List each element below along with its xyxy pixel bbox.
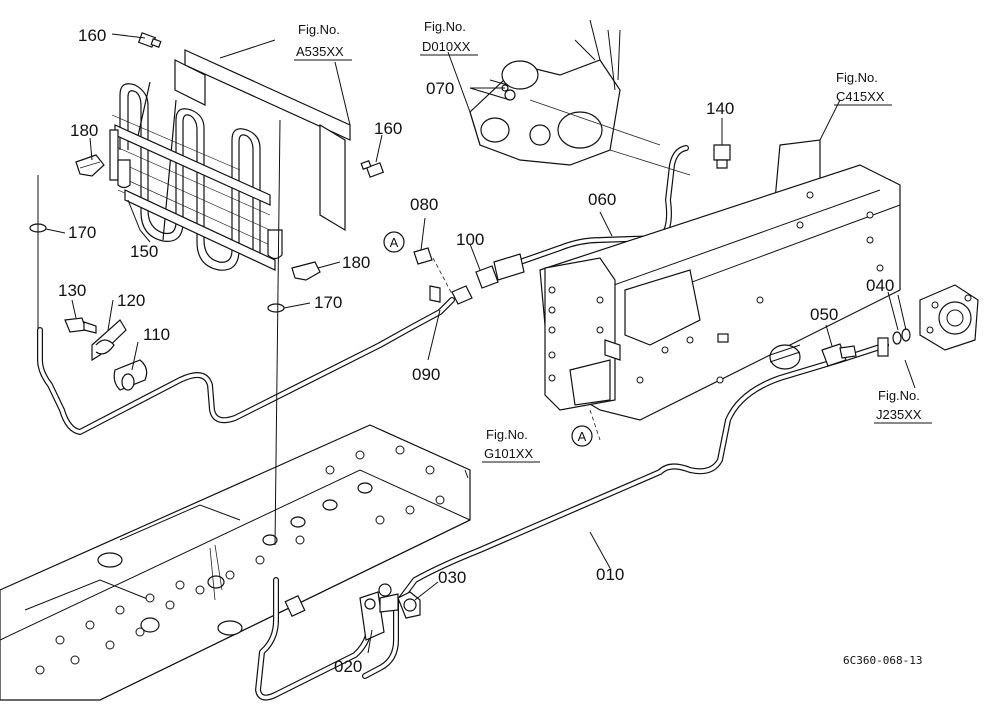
figref-d010: Fig.No. D010XX — [420, 19, 478, 56]
callout-120: 120 — [117, 291, 145, 310]
callout-160: 160 — [374, 119, 402, 138]
svg-text:Fig.No.: Fig.No. — [424, 19, 466, 34]
svg-text:Fig.No.: Fig.No. — [298, 22, 340, 37]
callout-050: 050 — [810, 305, 838, 324]
fitting-080-100 — [413, 247, 525, 305]
drawing-code: 6C360-068-13 — [843, 654, 922, 667]
svg-text:G101XX: G101XX — [484, 446, 533, 461]
callout-160: 160 — [78, 26, 106, 45]
svg-text:C415XX: C415XX — [836, 89, 885, 104]
leader-lines — [37, 33, 916, 654]
callout-110: 110 — [143, 325, 170, 344]
callout-100: 100 — [456, 230, 484, 249]
callout-140: 140 — [706, 99, 734, 118]
clamp-parts — [64, 317, 148, 391]
figref-c415: Fig.No. C415XX — [834, 70, 892, 106]
svg-text:A: A — [578, 429, 587, 444]
frame-c415 — [539, 139, 901, 421]
callout-030: 030 — [438, 568, 466, 587]
callout-040: 040 — [866, 276, 894, 295]
callout-150: 150 — [130, 242, 158, 261]
svg-text:D010XX: D010XX — [422, 39, 471, 54]
frame-assembly — [0, 424, 471, 701]
bolt-160 — [137, 32, 385, 178]
svg-text:Fig.No.: Fig.No. — [836, 70, 878, 85]
callout-labels: 160 160 180 180 170 170 150 130 120 110 … — [58, 26, 894, 676]
oil-cooler — [109, 49, 351, 271]
svg-text:Fig.No.: Fig.No. — [486, 427, 528, 442]
callout-080: 080 — [410, 195, 438, 214]
callout-010: 010 — [596, 565, 624, 584]
callout-020: 020 — [334, 657, 362, 676]
pump-j235 — [919, 284, 979, 351]
callout-180: 180 — [342, 253, 370, 272]
ref-mark-a: A A — [383, 231, 593, 447]
svg-text:A: A — [390, 235, 399, 250]
callout-090: 090 — [412, 365, 440, 384]
bolt-140 — [713, 144, 731, 169]
svg-text:A535XX: A535XX — [296, 44, 344, 59]
callout-130: 130 — [58, 281, 86, 300]
callout-170: 170 — [314, 293, 342, 312]
svg-text:Fig.No.: Fig.No. — [878, 388, 920, 403]
callout-070: 070 — [426, 79, 454, 98]
figref-g101: Fig.No. G101XX — [482, 427, 540, 463]
callout-170: 170 — [68, 223, 96, 242]
figref-a535: Fig.No. A535XX — [294, 22, 352, 61]
callout-180: 180 — [70, 121, 98, 140]
callout-060: 060 — [588, 190, 616, 209]
svg-text:J235XX: J235XX — [876, 407, 922, 422]
clamp-020-030 — [359, 583, 421, 641]
figref-j235: Fig.No. J235XX — [874, 388, 932, 424]
valve-d010 — [469, 19, 691, 176]
